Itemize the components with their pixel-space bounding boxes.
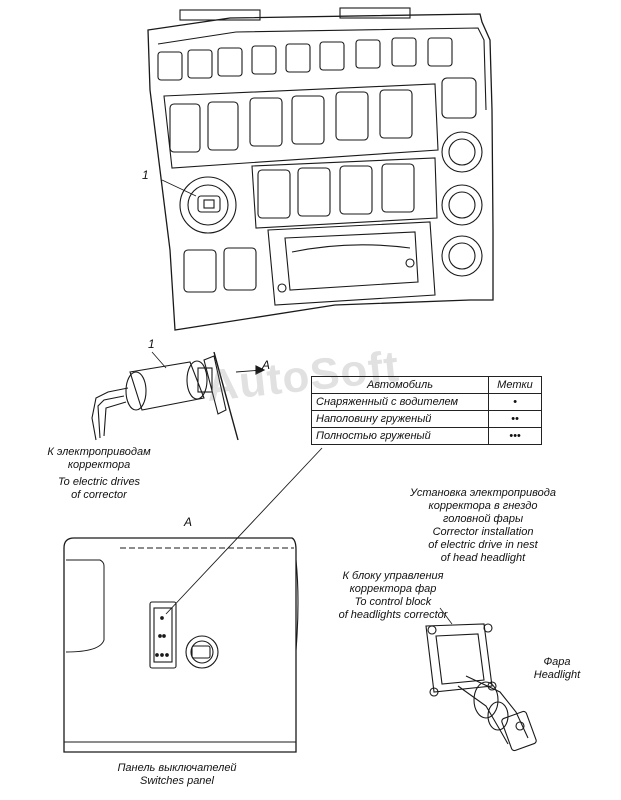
control-block-label: К блоку управления корректора фар To con… xyxy=(338,570,448,621)
storage-tray xyxy=(267,221,436,306)
middle-switch-row xyxy=(163,77,477,169)
table-row: Снаряженный с водителем • xyxy=(311,393,542,411)
row-label: Полностью груженый xyxy=(311,427,489,445)
marks-header: Метки xyxy=(488,376,542,394)
gauge-stack xyxy=(441,131,483,277)
row-mark: •• xyxy=(488,410,542,428)
headlight-corrector-switch xyxy=(185,635,219,669)
switches-panel-view xyxy=(63,537,299,753)
headlight-assembly xyxy=(425,607,537,752)
view-arrow-label: A xyxy=(262,358,271,372)
load-marks-table: Автомобиль Метки Снаряженный с водителем… xyxy=(311,376,542,445)
table-row: Наполовину груженый •• xyxy=(311,410,542,428)
dashboard-panel xyxy=(147,7,494,331)
switches-panel-label: Панель выключателей Switches panel xyxy=(117,762,237,787)
vehicle-header: Автомобиль xyxy=(311,376,489,394)
row-label: Снаряженный с водителем xyxy=(311,393,489,411)
corrector-drive-unit xyxy=(91,351,266,441)
installation-label: Установка электропривода корректора в гн… xyxy=(410,487,556,564)
table-row: Полностью груженый ••• xyxy=(311,427,542,445)
row-mark: ••• xyxy=(488,427,542,445)
leader-line xyxy=(165,447,323,615)
lower-switch-row xyxy=(251,157,438,229)
row-label: Наполовину груженый xyxy=(311,410,489,428)
rotary-corrector-knob xyxy=(179,176,237,234)
row-mark: • xyxy=(488,393,542,411)
electric-drives-label: К электроприводам корректора To electric… xyxy=(47,446,151,501)
item-callout-mid: 1 xyxy=(148,337,155,351)
table-header-row: Автомобиль Метки xyxy=(311,376,542,394)
view-title: A xyxy=(184,515,193,529)
top-switch-row xyxy=(157,37,453,81)
headlight-label: Фара Headlight xyxy=(533,656,581,681)
item-callout-top: 1 xyxy=(142,168,149,182)
